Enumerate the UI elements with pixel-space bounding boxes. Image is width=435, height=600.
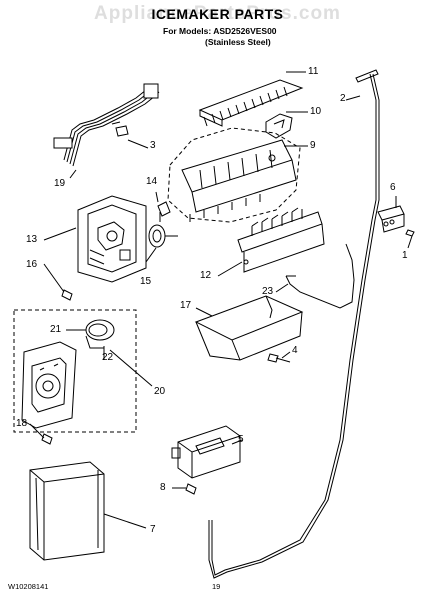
control-housing-part bbox=[77, 195, 147, 283]
callout-23: 23 bbox=[262, 286, 274, 297]
feeler-arm-part bbox=[285, 243, 355, 309]
callout-6: 6 bbox=[390, 182, 396, 193]
clamp-part bbox=[377, 205, 405, 233]
callout-14: 14 bbox=[146, 176, 158, 187]
callout-19: 19 bbox=[54, 178, 66, 189]
callout-1: 1 bbox=[402, 250, 408, 261]
callout-13: 13 bbox=[26, 234, 38, 245]
callout-10: 10 bbox=[310, 106, 322, 117]
callout-16: 16 bbox=[26, 259, 38, 270]
callout-4: 4 bbox=[292, 345, 298, 356]
screw-part-1 bbox=[405, 229, 415, 237]
callout-11: 11 bbox=[308, 66, 319, 77]
models-line: For Models: ASD2526VES00 bbox=[163, 26, 277, 36]
callout-12: 12 bbox=[200, 270, 212, 281]
mold-heater-part bbox=[167, 127, 301, 223]
callout-3: 3 bbox=[150, 140, 156, 151]
stripper-part bbox=[237, 207, 325, 273]
ejector-blade-part bbox=[198, 79, 304, 127]
motor-part-21-22 bbox=[85, 319, 115, 349]
callout-15: 15 bbox=[140, 276, 152, 287]
motor-gear-part bbox=[148, 224, 178, 248]
callout-9: 9 bbox=[310, 140, 316, 151]
callout-8: 8 bbox=[160, 482, 166, 493]
screw-part-8 bbox=[185, 483, 197, 495]
shutoff-arm-part bbox=[157, 201, 171, 222]
bracket-part bbox=[265, 113, 293, 139]
leader-lines bbox=[29, 71, 413, 529]
bin-cover-part bbox=[194, 295, 304, 361]
callout-18: 18 bbox=[16, 418, 28, 429]
callout-22: 22 bbox=[102, 352, 114, 363]
module-group-box bbox=[13, 309, 137, 433]
callout-2: 2 bbox=[340, 93, 346, 104]
wire-harness-part bbox=[53, 83, 160, 167]
clip-part bbox=[111, 121, 129, 137]
footer-page-number: 19 bbox=[212, 582, 221, 591]
page-title: ICEMAKER PARTS bbox=[151, 6, 284, 22]
variant-line: (Stainless Steel) bbox=[205, 37, 271, 47]
callout-5: 5 bbox=[238, 434, 244, 445]
callout-17: 17 bbox=[180, 300, 192, 311]
water-valve-part bbox=[171, 425, 241, 479]
footer-part-number: W10208141 bbox=[8, 582, 49, 591]
watermark: AppliancePartsPros.com bbox=[94, 3, 341, 24]
callout-21: 21 bbox=[50, 324, 62, 335]
callout-7: 7 bbox=[150, 524, 156, 535]
callout-20: 20 bbox=[154, 386, 166, 397]
screw-part-18 bbox=[41, 433, 53, 445]
fill-tube-part bbox=[208, 69, 380, 579]
control-module-part bbox=[21, 341, 77, 429]
screw-part-16 bbox=[61, 289, 73, 301]
ice-bin-part bbox=[29, 461, 105, 561]
screw-part-4 bbox=[267, 353, 291, 363]
